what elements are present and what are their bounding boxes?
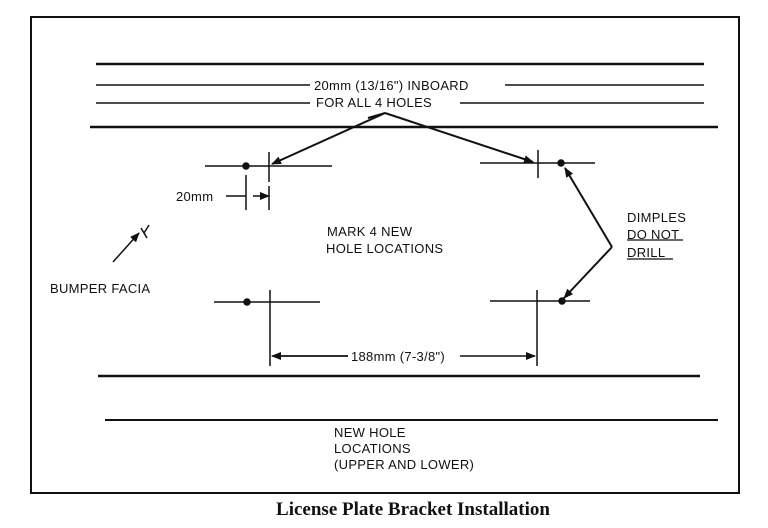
bumper-bottom-lines xyxy=(98,374,718,421)
dimples-label-line1: DIMPLES xyxy=(627,210,686,225)
dimension-20mm xyxy=(226,175,270,210)
hole-upper-right xyxy=(480,150,595,178)
inboard-label-line1: 20mm (13/16") INBOARD xyxy=(314,78,469,93)
inboard-label-line2: FOR ALL 4 HOLES xyxy=(316,95,432,110)
new-hole-label-line3: (UPPER AND LOWER) xyxy=(334,457,474,472)
mark-holes-label-line2: HOLE LOCATIONS xyxy=(326,241,443,256)
hole-lower-left xyxy=(214,290,320,316)
mark-holes-label-line1: MARK 4 NEW xyxy=(327,224,413,239)
new-hole-label-line2: LOCATIONS xyxy=(334,441,411,456)
dimples-label-line3: DRILL xyxy=(627,245,665,260)
hole-lower-right xyxy=(490,290,590,314)
dimples-label-line2: DO NOT xyxy=(627,227,679,242)
dimension-20mm-label: 20mm xyxy=(176,189,213,204)
figure-caption: License Plate Bracket Installation xyxy=(276,499,550,520)
bumper-facia-label: BUMPER FACIA xyxy=(50,281,150,296)
dimension-188mm-label: 188mm (7-3/8") xyxy=(351,349,445,364)
dimples-underline xyxy=(627,239,683,260)
dimples-arrows xyxy=(563,167,613,299)
hole-upper-left xyxy=(205,152,332,182)
inboard-leader-arrows xyxy=(271,112,534,165)
diagram-frame xyxy=(30,16,740,494)
bumper-facia-pointer xyxy=(112,224,150,263)
dimension-188mm xyxy=(269,314,538,366)
bumper-top-lines xyxy=(90,62,718,129)
new-hole-label-line1: NEW HOLE xyxy=(334,425,406,440)
